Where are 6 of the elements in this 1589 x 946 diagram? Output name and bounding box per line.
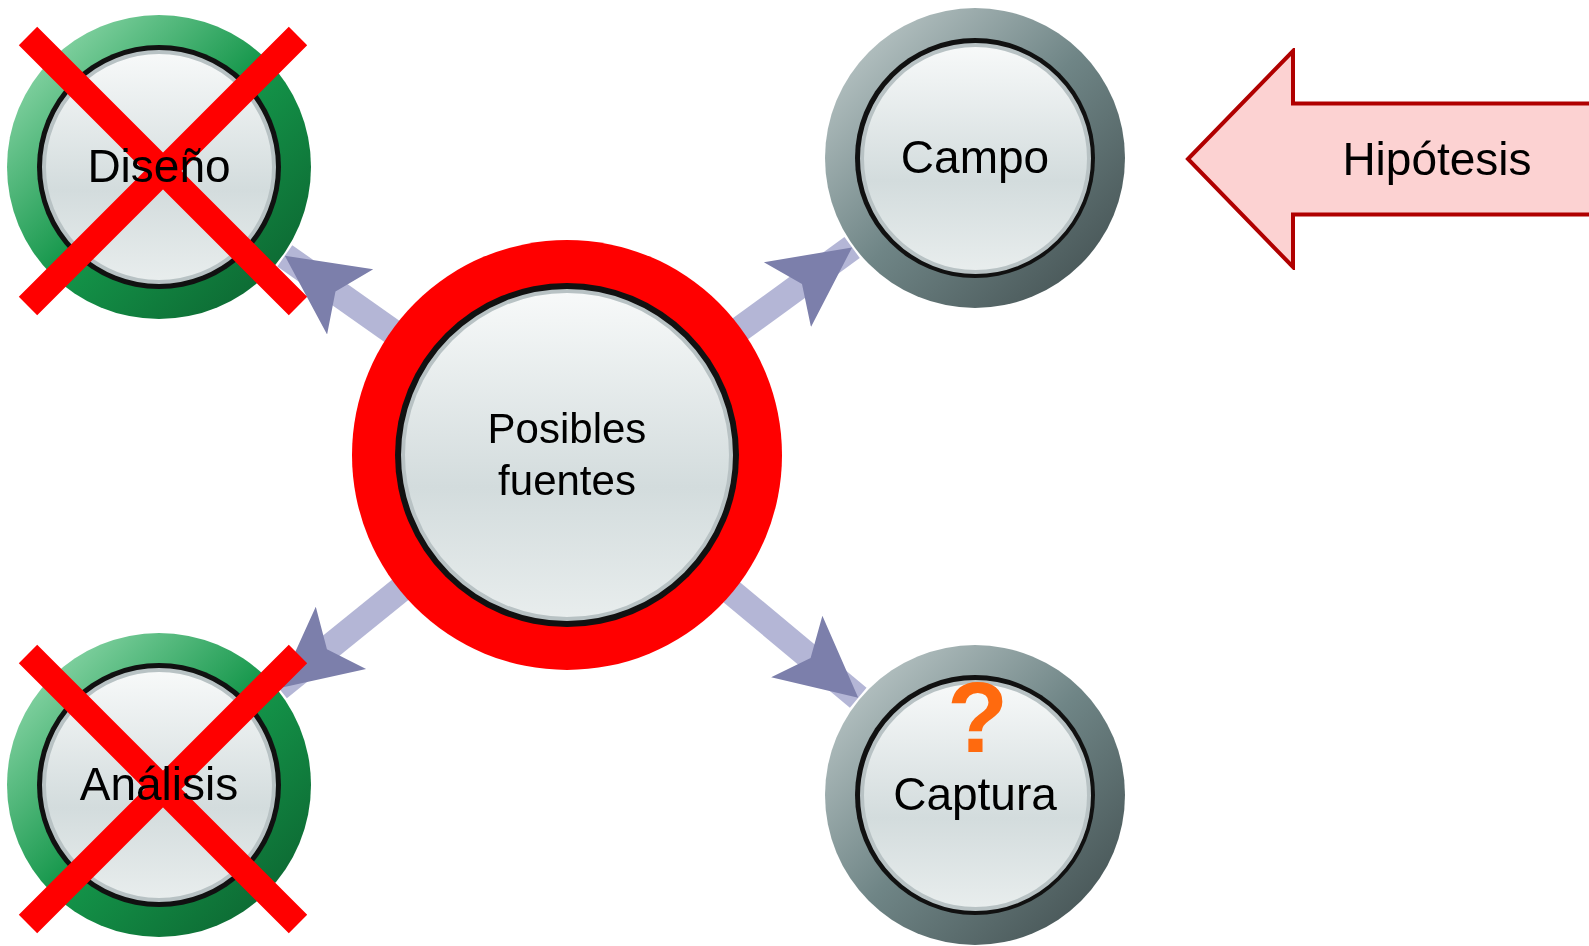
node-label: Posibles fuentes	[486, 403, 648, 506]
node-label: Hipótesis	[1342, 131, 1532, 187]
question-mark: ?	[947, 667, 1009, 767]
block-arrow	[1185, 48, 1589, 270]
node-label: Captura	[893, 767, 1057, 823]
node-label: Campo	[900, 130, 1050, 186]
